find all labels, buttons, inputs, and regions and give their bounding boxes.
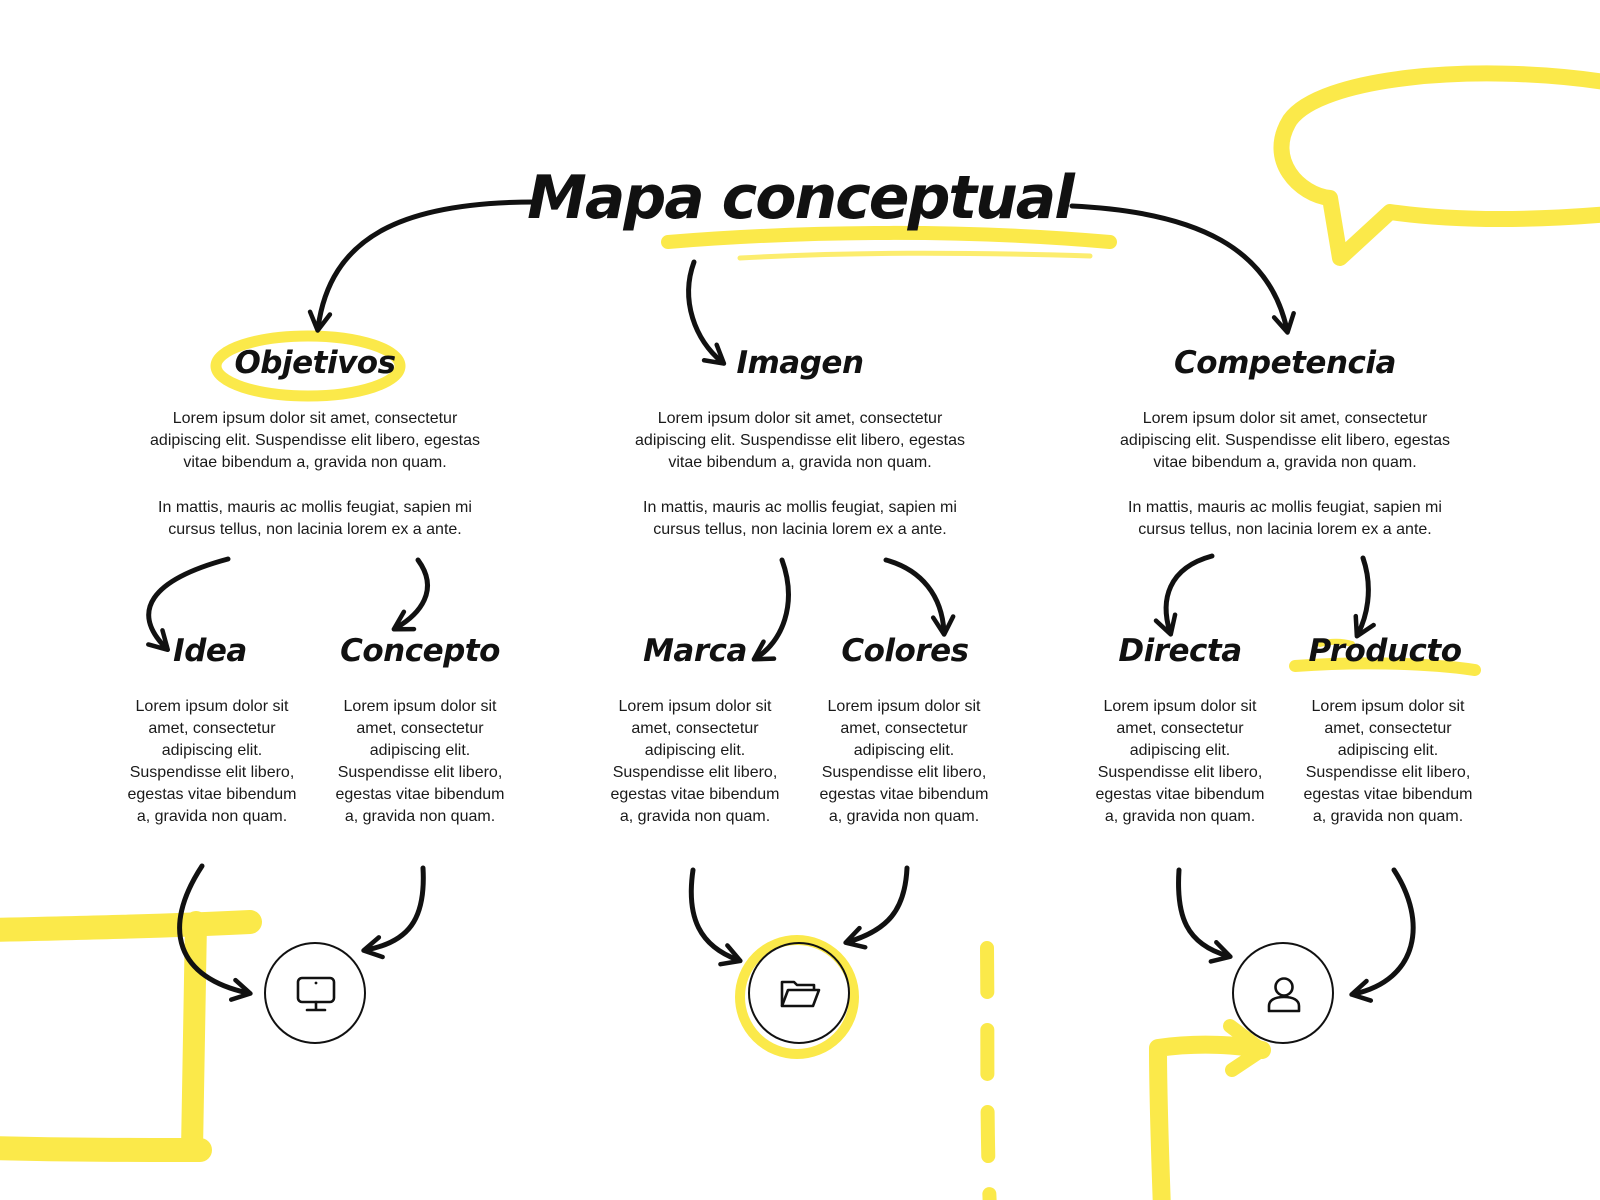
concepto-text: Lorem ipsum dolor sit amet, consectetur … — [335, 698, 505, 825]
bottom-left-frame-decoration — [0, 910, 262, 942]
competencia-heading: Competencia — [1174, 345, 1396, 381]
competencia-paragraph-2: In mattis, mauris ac mollis feugiat, sap… — [1128, 499, 1442, 538]
objetivos-heading: Objetivos — [234, 345, 396, 381]
page-title: Mapa conceptual — [527, 163, 1075, 233]
bottom-right-brush-decoration — [1149, 1035, 1271, 1200]
title-underline-highlight — [661, 225, 1117, 249]
user-icon — [1267, 977, 1301, 1013]
imagen-heading: Imagen — [736, 345, 864, 381]
idea-heading: Idea — [173, 633, 247, 669]
connector-arrows — [146, 199, 1416, 1003]
objetivos-paragraph-1: Lorem ipsum dolor sit amet, consectetur … — [150, 410, 480, 471]
marca-heading: Marca — [643, 633, 747, 669]
imagen-paragraph-2: In mattis, mauris ac mollis feugiat, sap… — [643, 499, 957, 538]
concepto-heading: Concepto — [340, 633, 500, 669]
monitor-icon — [296, 976, 336, 1012]
dashed-line-decoration — [980, 941, 997, 1200]
colores-text: Lorem ipsum dolor sit amet, consectetur … — [819, 698, 989, 825]
objetivos-highlight — [210, 330, 406, 402]
producto-heading: Producto — [1308, 633, 1462, 669]
idea-text: Lorem ipsum dolor sit amet, consectetur … — [127, 698, 297, 825]
user-icon-circle — [1232, 942, 1334, 1044]
folder-icon-highlight-ring — [735, 935, 859, 1059]
imagen-paragraph-1: Lorem ipsum dolor sit amet, consectetur … — [635, 410, 965, 471]
producto-highlight — [1289, 657, 1481, 676]
monitor-icon-circle — [264, 942, 366, 1044]
marca-text: Lorem ipsum dolor sit amet, consectetur … — [610, 698, 780, 825]
folder-icon-circle — [748, 942, 850, 1044]
directa-text: Lorem ipsum dolor sit amet, consectetur … — [1095, 698, 1265, 825]
directa-heading: Directa — [1118, 633, 1242, 669]
colores-heading: Colores — [841, 633, 969, 669]
folder-icon — [780, 980, 821, 1008]
yellow-brush-decorations — [0, 65, 1600, 1200]
objetivos-paragraph-2: In mattis, mauris ac mollis feugiat, sap… — [158, 499, 472, 538]
producto-text: Lorem ipsum dolor sit amet, consectetur … — [1303, 698, 1473, 825]
competencia-paragraph-1: Lorem ipsum dolor sit amet, consectetur … — [1120, 410, 1450, 471]
speech-bubble-decoration — [1273, 65, 1600, 266]
